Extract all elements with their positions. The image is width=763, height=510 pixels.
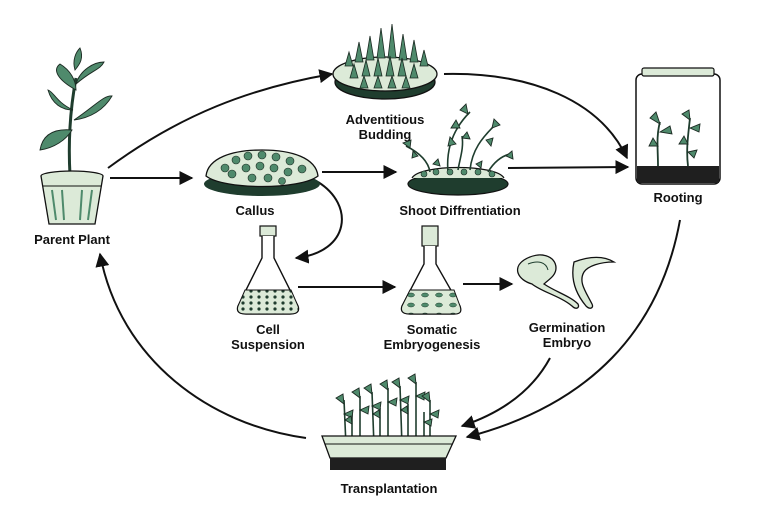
label-adventitious-budding: Adventitious Budding — [325, 112, 445, 142]
germination-text: Germination — [528, 320, 606, 335]
label-transplantation: Transplantation — [320, 481, 458, 496]
arrow-parent-to-budding — [107, 69, 334, 169]
arrow-rooting-to-transplant — [465, 219, 681, 441]
adventitious-text: Adventitious — [345, 112, 425, 127]
arrow-shoot-to-rooting — [507, 160, 630, 175]
budding-text: Budding — [358, 127, 412, 142]
callus-mass-icon — [204, 149, 320, 196]
cell-text: Cell — [256, 322, 280, 337]
suspension-text: Suspension — [231, 337, 305, 352]
arrow-transplant-to-parent — [95, 252, 307, 439]
arrow-budding-to-rooting — [443, 72, 629, 160]
callus-text: Callus — [235, 203, 275, 218]
embryo-text: Embryo — [542, 335, 592, 350]
potted-plant-icon — [39, 47, 113, 225]
transplant-tray-icon — [321, 373, 458, 470]
parent-plant-text: Parent Plant — [34, 232, 110, 247]
somatic-text: Somatic — [406, 322, 458, 337]
label-germination-embryo: Germination Embryo — [512, 320, 622, 350]
arrows — [95, 69, 681, 441]
budding-dish-icon — [332, 23, 438, 100]
arrow-callus-to-suspension — [294, 181, 343, 264]
transplantation-text: Transplantation — [340, 481, 438, 496]
rooting-text: Rooting — [653, 190, 703, 205]
embryogenesis-text: Embryogenesis — [383, 337, 481, 352]
embryo-flask-icon — [400, 225, 462, 315]
arrow-germination-to-transplant — [460, 357, 551, 429]
label-rooting: Rooting — [636, 190, 720, 205]
label-somatic-embryogenesis: Somatic Embryogenesis — [372, 322, 492, 352]
label-callus: Callus — [210, 203, 300, 218]
shoot-diffrentiation-text: Shoot Diffrentiation — [399, 203, 521, 218]
label-shoot-diffrentiation: Shoot Diffrentiation — [388, 203, 532, 218]
suspension-flask-icon — [236, 225, 300, 315]
shoot-dish-icon — [402, 103, 514, 196]
label-cell-suspension: Cell Suspension — [218, 322, 318, 352]
label-parent-plant: Parent Plant — [14, 232, 130, 247]
germinating-embryo-icon — [516, 254, 617, 309]
rooting-jar-icon — [635, 67, 721, 185]
